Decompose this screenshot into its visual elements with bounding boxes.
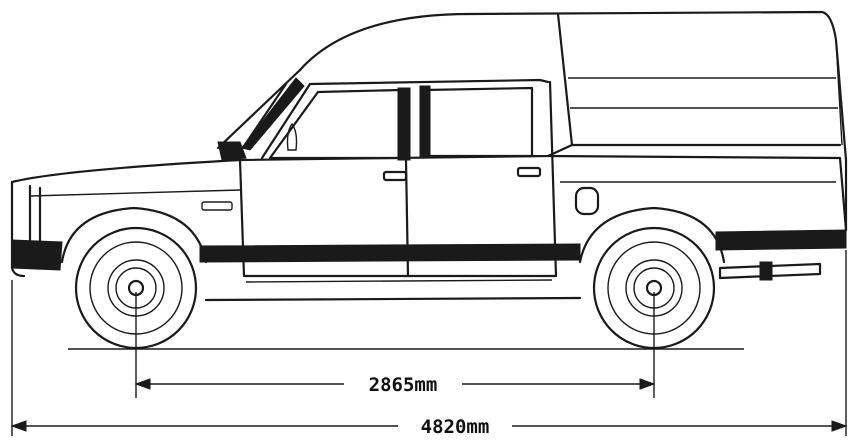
cab-windows xyxy=(268,85,534,161)
overall-length-dimension: 4820mm xyxy=(10,250,848,438)
wheelbase-dimension: 2865mm xyxy=(134,292,656,398)
body-side xyxy=(10,80,848,302)
wheelbase-label: 2865mm xyxy=(369,374,438,396)
cab xyxy=(216,68,550,161)
front-wheel xyxy=(60,206,208,350)
overall-length-label: 4820mm xyxy=(421,416,490,438)
rear-wheel xyxy=(578,206,726,350)
cargo-box xyxy=(298,10,848,232)
